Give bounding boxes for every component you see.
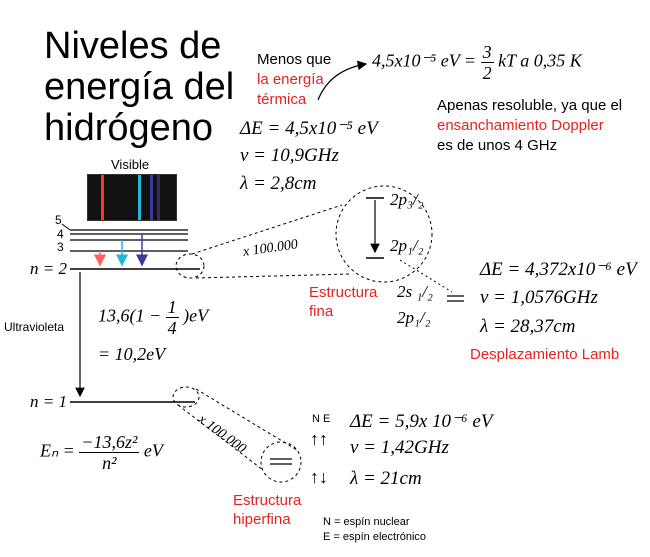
hyperfine-zoom-small-circle <box>172 386 200 408</box>
fine-delta-e: ΔE = 4,5x10⁻⁵ eV <box>240 118 378 139</box>
lamb-wavelength: λ = 28,37cm <box>480 316 576 337</box>
doppler-note-line2: ensanchamiento Doppler <box>437 117 604 134</box>
thermal-eq-fraction: 3 2 <box>480 42 494 83</box>
fine-zoom-connector-bottom <box>195 273 351 279</box>
hyperfine-frequency: ν = 1,42GHz <box>350 437 449 458</box>
fine-wavelength: λ = 2,8cm <box>240 173 317 194</box>
bohr-formula: Eₙ = −13,6z² n² eV <box>40 432 163 473</box>
uv-energy-fraction: 1 4 <box>165 297 179 338</box>
bohr-formula-fraction: −13,6z² n² <box>79 432 140 473</box>
lamb-connector <box>399 259 453 293</box>
state-2s12-label: 2s ₁/₂ <box>397 282 433 301</box>
fine-frequency: ν = 10,9GHz <box>240 145 339 166</box>
spin-antiparallel: ↑↓ <box>310 467 328 487</box>
spectral-line-violet <box>157 175 160 220</box>
state-2p12-lamb-label: 2p₁/₂ <box>397 308 431 327</box>
level-n3-label: 3 <box>57 240 64 254</box>
spectral-line-red <box>101 175 104 220</box>
uv-fraction-denominator: 4 <box>167 318 177 338</box>
hyperfine-wavelength: λ = 21cm <box>350 468 422 489</box>
fine-zoom-small-circle <box>175 253 205 279</box>
level-n4-label: 4 <box>57 227 64 241</box>
ultraviolet-label: Ultravioleta <box>4 320 65 334</box>
uv-energy-result: = 10,2eV <box>98 344 166 364</box>
level-n5-label: 5 <box>55 213 62 227</box>
hyperfine-delta-e: ΔE = 5,9x 10⁻⁶ eV <box>350 411 493 432</box>
spin-legend-nuclear: N = espín nuclear <box>323 516 410 528</box>
lamb-frequency: ν = 1,0576GHz <box>480 287 598 308</box>
fine-zoom-connector-top <box>191 204 343 255</box>
lamb-delta-e: ΔE = 4,372x10⁻⁶ eV <box>480 259 637 280</box>
fine-zoom-large-circle <box>335 185 433 283</box>
spin-parallel: ↑↑ <box>310 429 328 449</box>
visible-label: Visible <box>111 157 150 172</box>
thermal-note-line2: la energía <box>257 71 324 88</box>
level-n2-label: n = 2 <box>30 259 67 278</box>
doppler-note-line3: es de unos 4 GHz <box>437 137 558 154</box>
uv-energy-suffix: )eV <box>183 305 209 326</box>
bohr-formula-denominator: n² <box>102 453 117 473</box>
state-2p32-label: 2p₃/₂ <box>390 190 424 209</box>
thermal-equation: 4,5x10⁻⁵ eV = 3 2 kT a 0,35 K <box>372 42 582 83</box>
thermal-eq-right: kT a 0,35 K <box>498 50 582 71</box>
visible-spectrum <box>87 174 177 221</box>
thermal-note-line1: Menos que <box>257 51 332 68</box>
thermal-eq-denominator: 2 <box>482 63 492 83</box>
doppler-note-line1: Apenas resoluble, ya que el <box>437 97 623 114</box>
n5-leader <box>61 223 71 231</box>
hyperfine-zoom-large-circle <box>260 441 302 483</box>
spin-header: N E <box>312 413 331 425</box>
lamb-shift-label: Desplazamiento Lamb <box>470 346 620 363</box>
uv-fraction-numerator: 1 <box>165 297 179 318</box>
hyperfine-structure-label: Estructura hiperfina <box>233 492 302 528</box>
bohr-formula-numerator: −13,6z² <box>79 432 140 453</box>
thermal-note-line3: térmica <box>257 91 307 108</box>
page-title: Niveles de energía del hidrógeno <box>44 25 235 149</box>
level-n1-label: n = 1 <box>30 392 67 411</box>
fine-structure-label: Estructura fina <box>309 284 378 320</box>
thermal-eq-numerator: 3 <box>480 42 494 63</box>
spectral-line-blue <box>150 175 153 220</box>
uv-energy-prefix: 13,6(1 − <box>98 305 162 326</box>
bohr-formula-lhs: Eₙ = <box>40 440 75 461</box>
thermal-pointer-arrow <box>317 60 368 101</box>
thermal-eq-left: 4,5x10⁻⁵ eV = <box>372 50 477 71</box>
bohr-formula-unit: eV <box>143 440 163 461</box>
uv-energy-expression: 13,6(1 − 1 4 )eV <box>98 297 208 338</box>
hyperfine-connector-top <box>195 388 298 451</box>
state-2p12-label: 2p₁/₂ <box>390 236 424 255</box>
spin-legend-electronic: E = espín electrónico <box>323 531 427 543</box>
spectral-line-cyan <box>138 175 141 220</box>
